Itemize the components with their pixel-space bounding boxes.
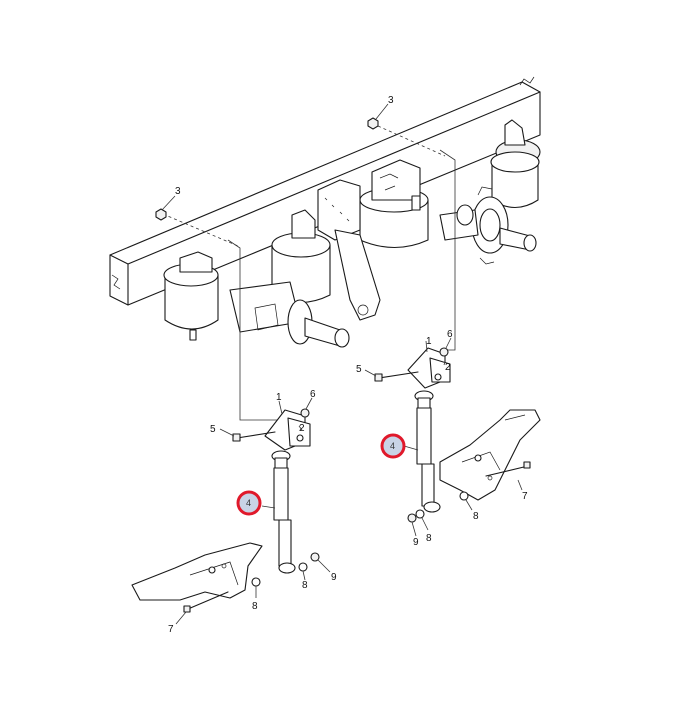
callout-5-right: 5 <box>356 364 362 375</box>
axle-left <box>229 281 350 348</box>
air-spring-center <box>359 159 429 248</box>
callout-6-left: 6 <box>310 389 316 400</box>
callout-4-left: 4 <box>246 498 251 508</box>
fastener-3-left: 3 <box>155 186 181 221</box>
right-shock-absorber <box>403 390 441 513</box>
fastener-3-upper: 3 <box>367 95 394 130</box>
left-shock-absorber <box>261 450 296 574</box>
air-spring-rear <box>490 119 541 209</box>
left-upper-mount: 1 2 6 5 <box>210 389 316 451</box>
left-lower-mount: 7 8 8 9 <box>131 542 337 635</box>
callout-6-right: 6 <box>447 329 453 340</box>
callout-3-left: 3 <box>175 186 181 197</box>
spindle-right <box>439 186 537 265</box>
right-upper-mount: 1 2 6 5 <box>356 329 453 389</box>
callout-1-right: 1 <box>426 336 432 347</box>
callout-9-right: 9 <box>413 537 419 548</box>
callout-5-left: 5 <box>210 424 216 435</box>
callout-1-left: 1 <box>276 392 282 403</box>
air-spring-left <box>163 251 219 341</box>
callout-9-left: 9 <box>331 572 337 583</box>
callout-2-right: 2 <box>445 362 451 373</box>
callout-4-left-group[interactable]: 4 <box>236 490 262 516</box>
callout-8-left-a: 8 <box>252 601 258 612</box>
callout-8-right-b: 8 <box>426 533 432 544</box>
callout-2-left: 2 <box>299 423 305 434</box>
hanger-bracket <box>317 179 381 321</box>
callout-3-upper: 3 <box>388 95 394 106</box>
callout-7-right: 7 <box>522 491 528 502</box>
callout-4-right: 4 <box>390 441 395 451</box>
callout-8-left-b: 8 <box>302 580 308 591</box>
right-lower-mount: 7 8 8 9 <box>407 409 541 548</box>
alignment-lines <box>162 125 456 421</box>
callout-4-right-group[interactable]: 4 <box>380 433 406 459</box>
callout-8-right-a: 8 <box>473 511 479 522</box>
callout-7-left: 7 <box>168 624 174 635</box>
